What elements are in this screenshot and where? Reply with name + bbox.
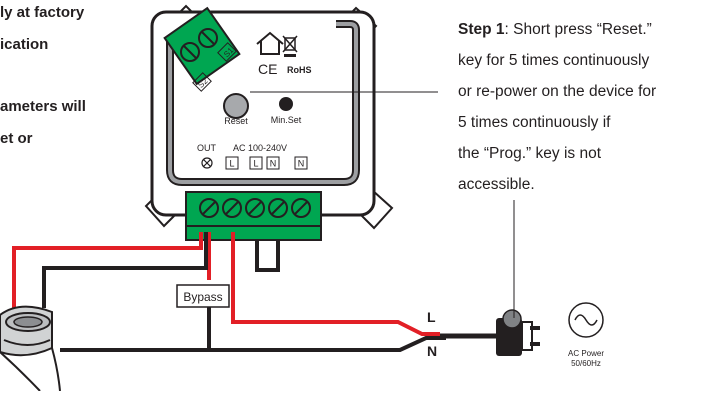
step-1-line-4: 5 times continuously if — [458, 114, 611, 131]
live-wire-to-mains — [231, 232, 440, 336]
left-text-line-1: ly at factory — [0, 4, 85, 21]
terminal-n1: N — [270, 159, 277, 169]
out-label: OUT — [197, 143, 217, 153]
ce-mark: CE — [258, 61, 277, 77]
switch-input-block — [163, 6, 241, 86]
live-wire-to-lamp — [12, 232, 203, 308]
neutral-label: N — [427, 343, 437, 359]
step-1-line-2: key for 5 times continuously — [458, 52, 650, 69]
live-label: L — [427, 309, 436, 325]
min-set-button[interactable] — [279, 97, 293, 111]
wiring — [12, 232, 496, 352]
jumper-wire — [255, 240, 280, 272]
ac-voltage-label: AC 100-240V — [233, 143, 287, 153]
load-output-icon — [201, 157, 213, 169]
rohs-mark: RoHS — [287, 65, 312, 75]
ac-source-icon — [568, 302, 604, 338]
dimmer-device: S1 S2 CE RoHS Reset Min.Set OUT AC 100-2… — [144, 4, 394, 241]
terminal-l2: L — [253, 159, 258, 169]
step-1-title: Step 1 — [458, 21, 505, 38]
terminal-screws — [199, 198, 311, 218]
left-text-line-2: ication — [0, 36, 49, 53]
min-set-label: Min.Set — [271, 115, 302, 125]
reset-button[interactable] — [223, 93, 249, 119]
indoor-use-icon — [256, 31, 284, 55]
bypass-box — [176, 284, 230, 308]
step-1-line-6: accessible. — [458, 176, 535, 193]
lamp-icon — [0, 305, 61, 392]
terminal-l1: L — [229, 159, 234, 169]
ac-power-label: AC Power — [568, 349, 604, 358]
weee-bin-icon — [282, 35, 298, 57]
neutral-wire-top — [42, 232, 208, 308]
ac-frequency-label: 50/60Hz — [571, 359, 601, 368]
step-1-line-3: or re-power on the device for — [458, 83, 657, 100]
neutral-wire-bottom — [60, 336, 446, 352]
power-plug-icon — [496, 309, 540, 356]
step-1-text-1: : Short press “Reset.” — [504, 21, 652, 38]
terminal-n2: N — [298, 159, 305, 169]
step-1-line-1: Step 1: Short press “Reset.” — [458, 21, 652, 39]
left-text-line-3: ameters will — [0, 98, 86, 115]
inner-rail-highlight — [168, 22, 358, 184]
step-1-line-5: the “Prog.” key is not — [458, 145, 602, 162]
reset-label: Reset — [224, 116, 248, 126]
left-text-line-4: et or — [0, 130, 33, 147]
bypass-label: Bypass — [183, 290, 222, 304]
ac-terminal-labels: L L N N — [225, 156, 308, 170]
main-terminal-block — [185, 191, 322, 241]
